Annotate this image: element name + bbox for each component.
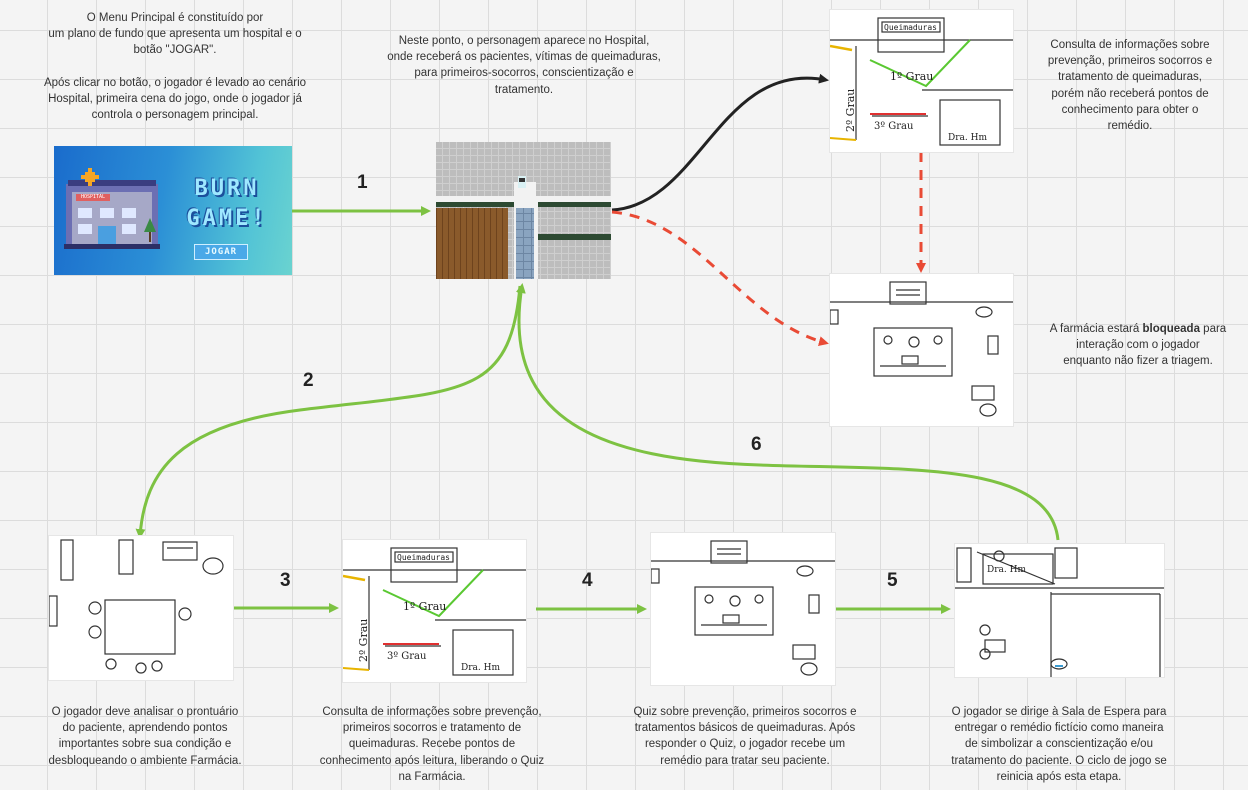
step-number-3: 3 [280,570,291,591]
note-consult-no-points: Consulta de informações sobre prevenção,… [1047,39,1213,133]
locked-emphasis: bloqueada [1142,323,1200,335]
waiting-room-sketch: Dra. Hm [955,544,1164,677]
step-number-5: 5 [887,570,898,591]
consult-room-sketch-bottom: Queimaduras 1º Grau 3º Grau Dra. Hm 2º G… [343,540,526,682]
play-button[interactable]: JOGAR [194,244,248,260]
step-number-2: 2 [303,370,314,391]
svg-text:2º Grau: 2º Grau [357,619,370,662]
svg-text:Dra. Hm: Dra. Hm [987,565,1026,575]
pharmacy-sketch-top [830,274,1013,426]
svg-text:2º Grau: 2º Grau [844,89,857,132]
svg-text:3º Grau: 3º Grau [874,121,914,132]
step-number-1: 1 [357,172,368,193]
note-patient-record: O jogador deve analisar o prontuário do … [48,706,242,767]
svg-text:Queimaduras: Queimaduras [397,553,450,562]
note-main-menu: O Menu Principal é constituído por um pl… [43,12,307,122]
arrow-hospital-to-consult [611,73,829,212]
game-title: BURN GAME! [186,176,268,231]
svg-text:Dra. Hm: Dra. Hm [948,133,987,143]
svg-text:3º Grau: 3º Grau [387,651,427,662]
hospital-map-screenshot [436,142,611,279]
svg-text:Dra. Hm: Dra. Hm [461,663,500,673]
hospital-sign: HOSPITAL [76,194,110,201]
svg-text:1º Grau: 1º Grau [890,70,933,83]
arrow-step-2 [135,285,522,539]
note-hospital: Neste ponto, o personagem aparece no Hos… [387,35,661,96]
consult-room-sketch-top: Queimaduras 1º Grau 3º Grau Dra. Hm 2º G… [830,10,1013,152]
main-menu-screenshot: HOSPITAL BURN GAME! JOGAR [54,146,292,275]
svg-text:Queimaduras: Queimaduras [884,23,937,32]
note-waiting-room: O jogador se dirige à Sala de Espera par… [951,706,1167,783]
note-pharmacy-locked: A farmácia estará bloqueada para interaç… [1049,323,1227,368]
note-quiz: Quiz sobre prevenção, primeiros socorros… [633,706,857,767]
step-number-4: 4 [582,570,593,591]
svg-text:1º Grau: 1º Grau [403,600,446,613]
arrow-hospital-to-pharmacy [611,210,829,347]
patient-record-sketch [49,536,233,680]
step-number-6: 6 [751,434,762,455]
note-consult-points: Consulta de informações sobre prevenção,… [319,706,545,783]
pharmacy-sketch-bottom [651,533,835,685]
